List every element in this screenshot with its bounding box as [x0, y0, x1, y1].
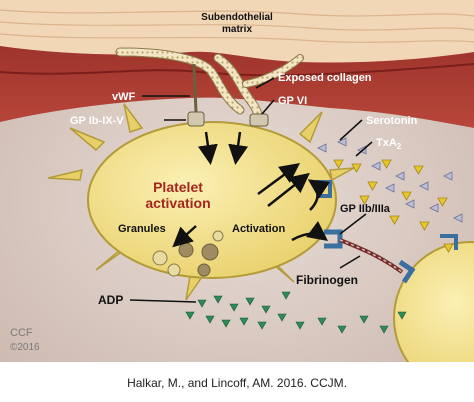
- matrix-fibers: [0, 9, 474, 43]
- gp-iib-iiia-label: GP IIb/IIIa: [340, 203, 391, 215]
- endothelial-edge: [0, 63, 474, 77]
- platelet-activation-line2: activation: [145, 195, 210, 211]
- activated-platelet: [47, 103, 355, 301]
- figure-caption: Halkar, M., and Lincoff, AM. 2016. CCJM.: [127, 376, 347, 390]
- activation-label: Activation: [232, 223, 285, 235]
- gp-vi-label: GP VI: [278, 95, 307, 107]
- granules: [152, 230, 224, 277]
- fibrinogen-label: Fibrinogen: [296, 273, 358, 287]
- ccf-watermark: CCF: [10, 327, 33, 339]
- leader-lines: [129, 77, 373, 303]
- ccf-year-watermark: ©2016: [10, 342, 40, 353]
- signal-arrows: [172, 131, 331, 248]
- granules-label: Granules: [118, 223, 166, 235]
- vwf-label: vWF: [112, 91, 136, 103]
- matrix-label-line1: Subendothelial: [201, 12, 273, 23]
- txa2-molecules: [333, 159, 454, 253]
- adp-molecules: [185, 291, 407, 334]
- gp-ib-label: GP Ib-IX-V: [70, 115, 124, 127]
- txa2-label: TxA2: [376, 137, 402, 151]
- gp-vi-receptor: [249, 113, 269, 127]
- matrix-label-line2: matrix: [222, 24, 252, 35]
- platelet-activation-diagram: Subendothelial matrix vWF Exposed collag…: [0, 0, 474, 362]
- gp-ib-receptor: [187, 111, 205, 127]
- platelet-activation-line1: Platelet: [153, 179, 203, 195]
- serotonin-label: Serotonin: [366, 115, 418, 127]
- adp-label: ADP: [98, 293, 123, 307]
- collagen-fibers: [115, 47, 304, 123]
- vwf-strand: [192, 63, 198, 113]
- adjacent-platelet: [393, 241, 474, 362]
- serotonin-molecules: [317, 137, 463, 223]
- exposed-collagen-label: Exposed collagen: [278, 72, 372, 84]
